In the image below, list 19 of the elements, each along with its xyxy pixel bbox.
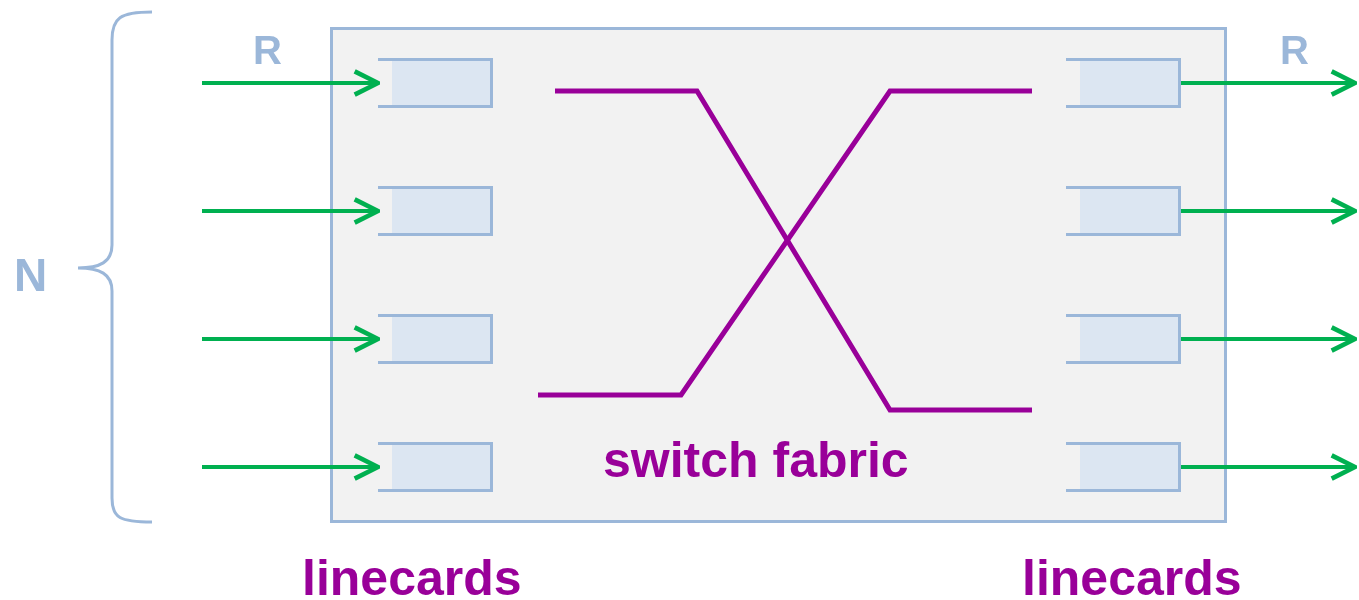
linecards-label: linecards [302, 553, 522, 600]
queue-box [378, 442, 493, 492]
arrow [1181, 325, 1358, 353]
fabric-label: switch fabric [603, 435, 909, 485]
rate-label: R [253, 30, 282, 70]
switch-box [330, 27, 1227, 523]
rate-label: R [1280, 30, 1309, 70]
queue-box [1066, 58, 1181, 108]
arrow [1181, 69, 1358, 97]
queue-box [1066, 442, 1181, 492]
queue-box [1066, 314, 1181, 364]
queue-box [378, 186, 493, 236]
count-label: N [14, 252, 48, 298]
arrow [1181, 197, 1358, 225]
queue-box [378, 58, 493, 108]
linecards-label: linecards [1022, 553, 1242, 600]
queue-box [378, 314, 493, 364]
arrow [1181, 453, 1358, 481]
queue-box [1066, 186, 1181, 236]
